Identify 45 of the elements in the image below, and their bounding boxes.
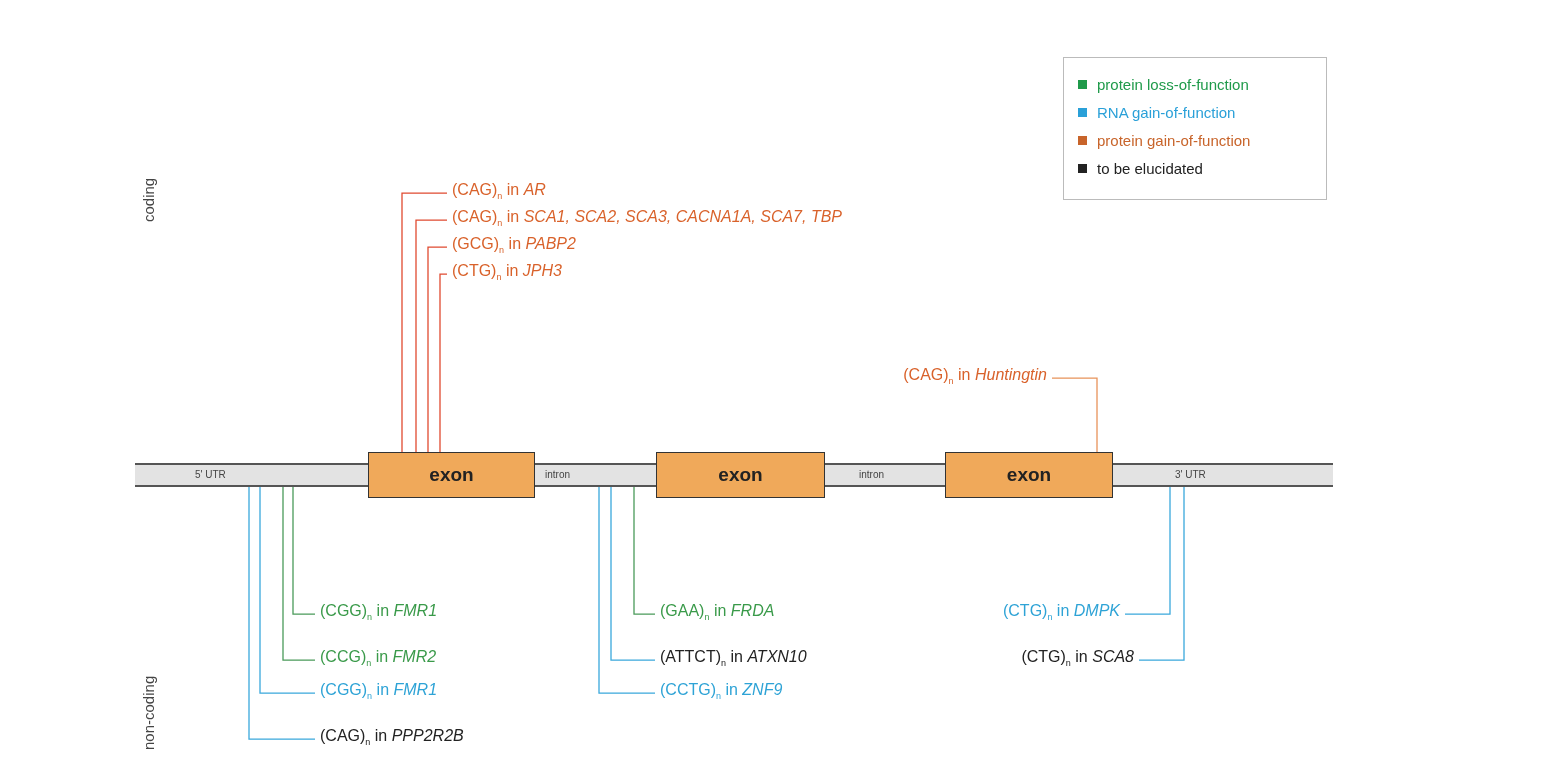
repeat-label: (CTG)$_{n}$ in JPH3 [452,261,562,288]
utr-segment [1113,463,1333,487]
leader-line [439,273,448,453]
segment-label: intron [859,468,884,482]
repeat-label: (CAG)$_{n}$ in PPP2R2B [320,726,464,753]
repeat-label: (CAG)$_{n}$ in AR [452,180,546,207]
exon-box: exon [656,452,825,498]
leader-line [415,219,448,453]
leader-line [282,486,316,661]
legend-text: to be elucidated [1097,159,1203,177]
leader-line [401,192,448,453]
repeat-label: (CAG)$_{n}$ in SCA1, SCA2, SCA3, CACNA1A, SCA7, TBP [452,207,843,234]
axis-label: coding [140,177,157,222]
leader-line [248,486,316,740]
legend-text: protein loss-of-function [1097,75,1249,93]
axis-label: non-coding [140,675,157,750]
repeat-label: (CCG)$_{n}$ in FMR2 [320,647,437,674]
leader-line [633,486,656,615]
repeat-label: (CCTG)$_{n}$ in ZNF9 [660,680,783,707]
repeat-label: (CTG)$_{n}$ in DMPK [1002,601,1120,628]
leader-line [1051,377,1098,453]
legend-text: protein gain-of-function [1097,131,1251,149]
leader-line [292,486,316,615]
legend-text: RNA gain-of-function [1097,103,1236,121]
repeat-label: (CGG)$_{n}$ in FMR1 [320,680,438,707]
repeat-label: (CGG)$_{n}$ in FMR1 [320,601,438,628]
exon-box: exon [368,452,535,498]
intron-segment [535,463,656,487]
segment-label: 3' UTR [1175,468,1206,482]
leader-line [1124,486,1171,615]
repeat-label: (ATTCT)$_{n}$ in ATXN10 [660,647,807,674]
leader-line [598,486,656,694]
leader-line [259,486,316,694]
leader-line [610,486,656,661]
leader-line [1138,486,1185,661]
exon-box: exon [945,452,1113,498]
segment-label: intron [545,468,570,482]
repeat-label: (CAG)$_{n}$ in Huntingtin [903,365,1047,392]
repeat-label: (GCG)$_{n}$ in PABP2 [452,234,576,261]
repeat-label: (GAA)$_{n}$ in FRDA [660,601,775,628]
leader-line [427,246,448,453]
intron-segment [825,463,945,487]
repeat-label: (CTG)$_{n}$ in SCA8 [1021,647,1134,674]
segment-label: 5' UTR [195,468,226,482]
utr-segment [135,463,368,487]
